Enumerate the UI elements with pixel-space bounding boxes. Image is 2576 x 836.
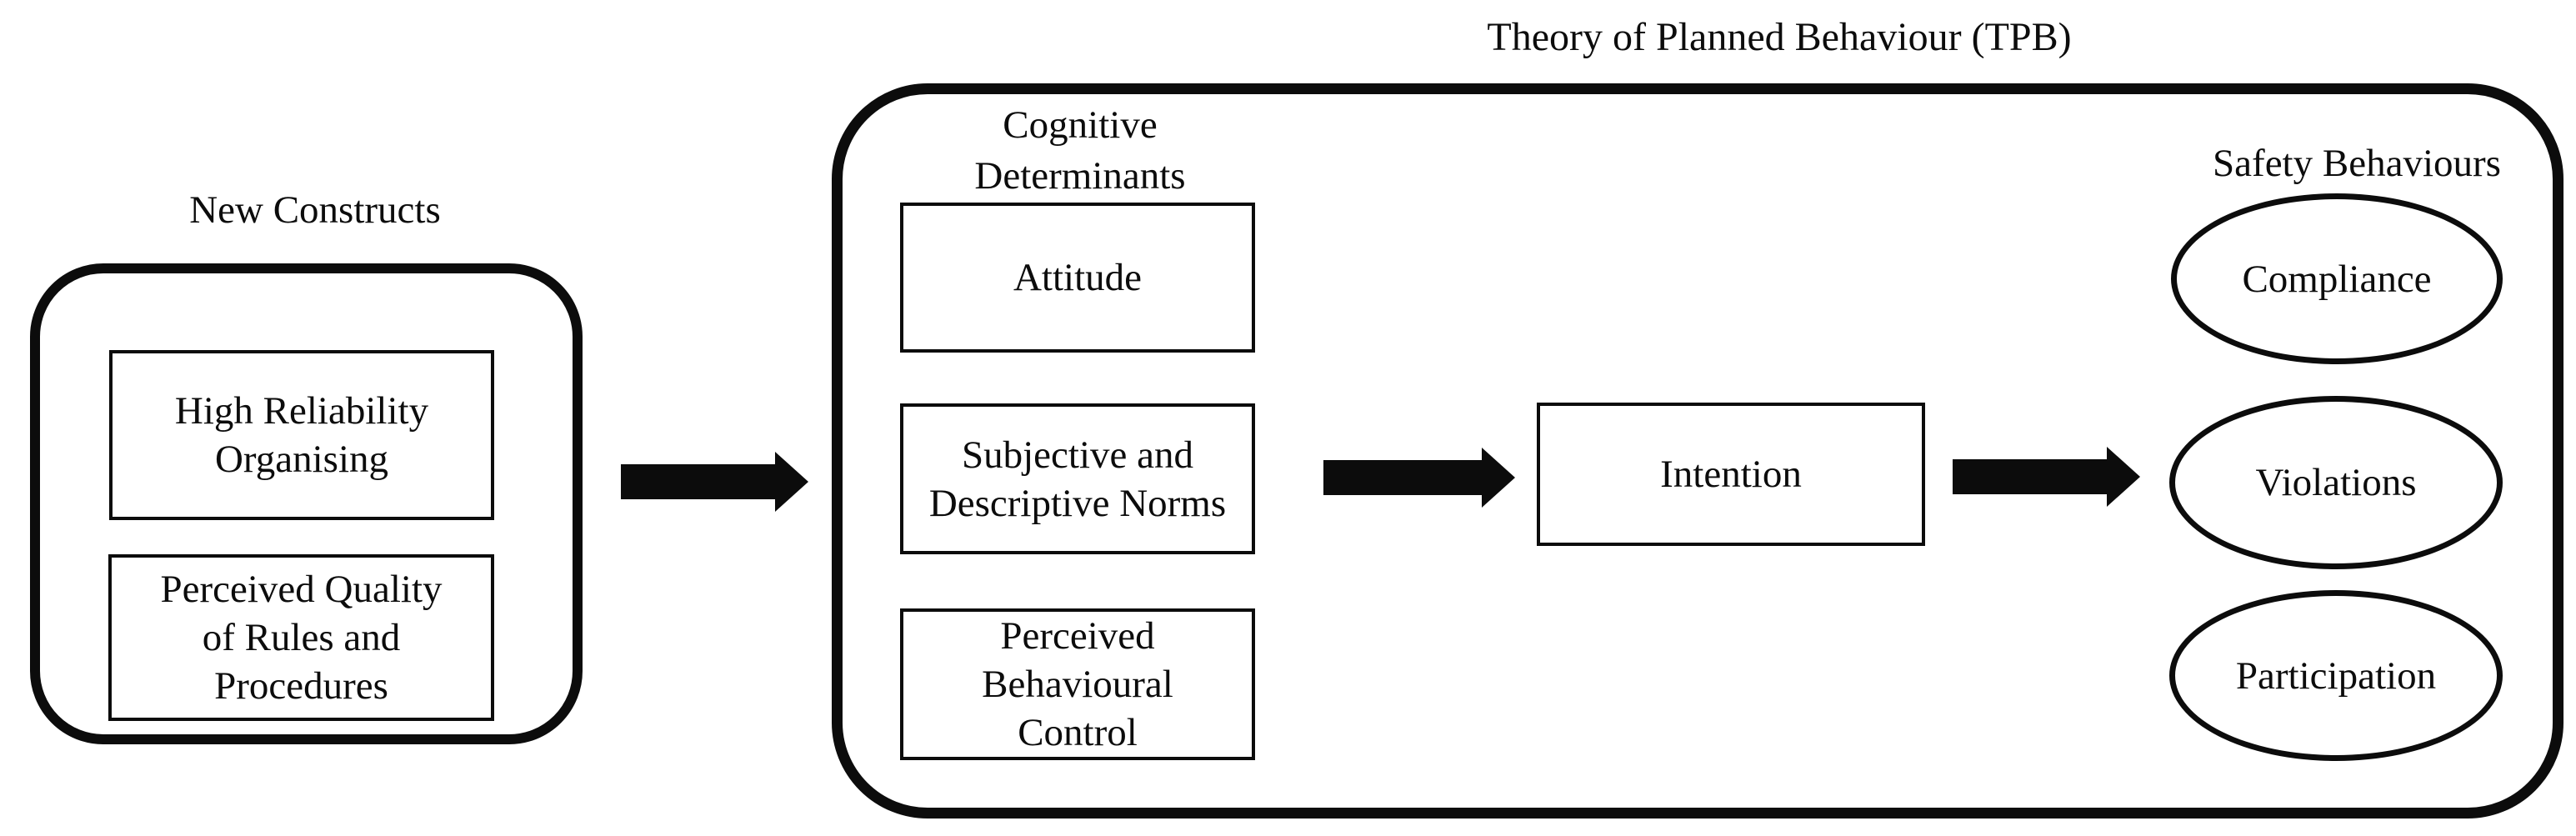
box-text-line: Intention: [1660, 453, 1802, 496]
box-text-line: Organising: [214, 438, 388, 481]
high-reliability-organising-box: High Reliability Organising: [109, 350, 494, 520]
compliance-ellipse: Compliance: [2171, 193, 2503, 364]
subjective-descriptive-norms-box: Subjective and Descriptive Norms: [900, 403, 1255, 554]
box-text-line: Descriptive Norms: [928, 481, 1227, 525]
intention-box: Intention: [1537, 403, 1925, 546]
perceived-behavioural-control-box: Perceived Behavioural Control: [900, 608, 1255, 760]
right-arrow-icon-new-constructs-to-tpb: [621, 452, 808, 512]
ellipse-text: Compliance: [2242, 257, 2432, 301]
perceived-quality-rules-procedures-box: Perceived Quality of Rules and Procedure…: [108, 554, 494, 721]
box-text-line: Procedures: [214, 664, 388, 708]
box-text-line: Perceived Quality: [160, 568, 443, 611]
new-constructs-label: New Constructs: [189, 188, 441, 232]
label-line: Cognitive: [1003, 103, 1158, 147]
label-line: Determinants: [974, 154, 1186, 198]
arrow-shaft: [1953, 459, 2107, 494]
safety-behaviours-label: Safety Behaviours: [2213, 142, 2501, 185]
box-text-line: High Reliability: [174, 389, 429, 433]
cognitive-determinants-label: Cognitive Determinants: [905, 100, 1255, 202]
ellipse-text: Violations: [2255, 461, 2417, 504]
arrow-head: [1482, 448, 1515, 508]
box-text-line: Attitude: [1013, 256, 1143, 299]
tpb-title: Theory of Planned Behaviour (TPB): [1487, 15, 2072, 59]
tpb-container: [832, 83, 2563, 818]
box-text-line: Perceived: [1000, 614, 1155, 658]
box-text-line: Control: [1018, 711, 1138, 754]
box-text-line: Behavioural: [982, 663, 1173, 706]
arrow-head: [775, 452, 808, 512]
arrow-shaft: [621, 464, 775, 499]
arrow-shaft: [1323, 460, 1482, 495]
arrow-head: [2107, 447, 2140, 507]
violations-ellipse: Violations: [2169, 396, 2503, 569]
right-arrow-icon-intention-to-behaviours: [1953, 447, 2140, 507]
box-text-line: Subjective and: [961, 433, 1193, 477]
box-text-line: of Rules and: [202, 616, 401, 659]
attitude-box: Attitude: [900, 203, 1255, 353]
ellipse-text: Participation: [2235, 653, 2437, 698]
new-constructs-container: [30, 263, 583, 744]
right-arrow-icon-norms-to-intention: [1323, 448, 1515, 508]
participation-ellipse: Participation: [2169, 590, 2503, 761]
